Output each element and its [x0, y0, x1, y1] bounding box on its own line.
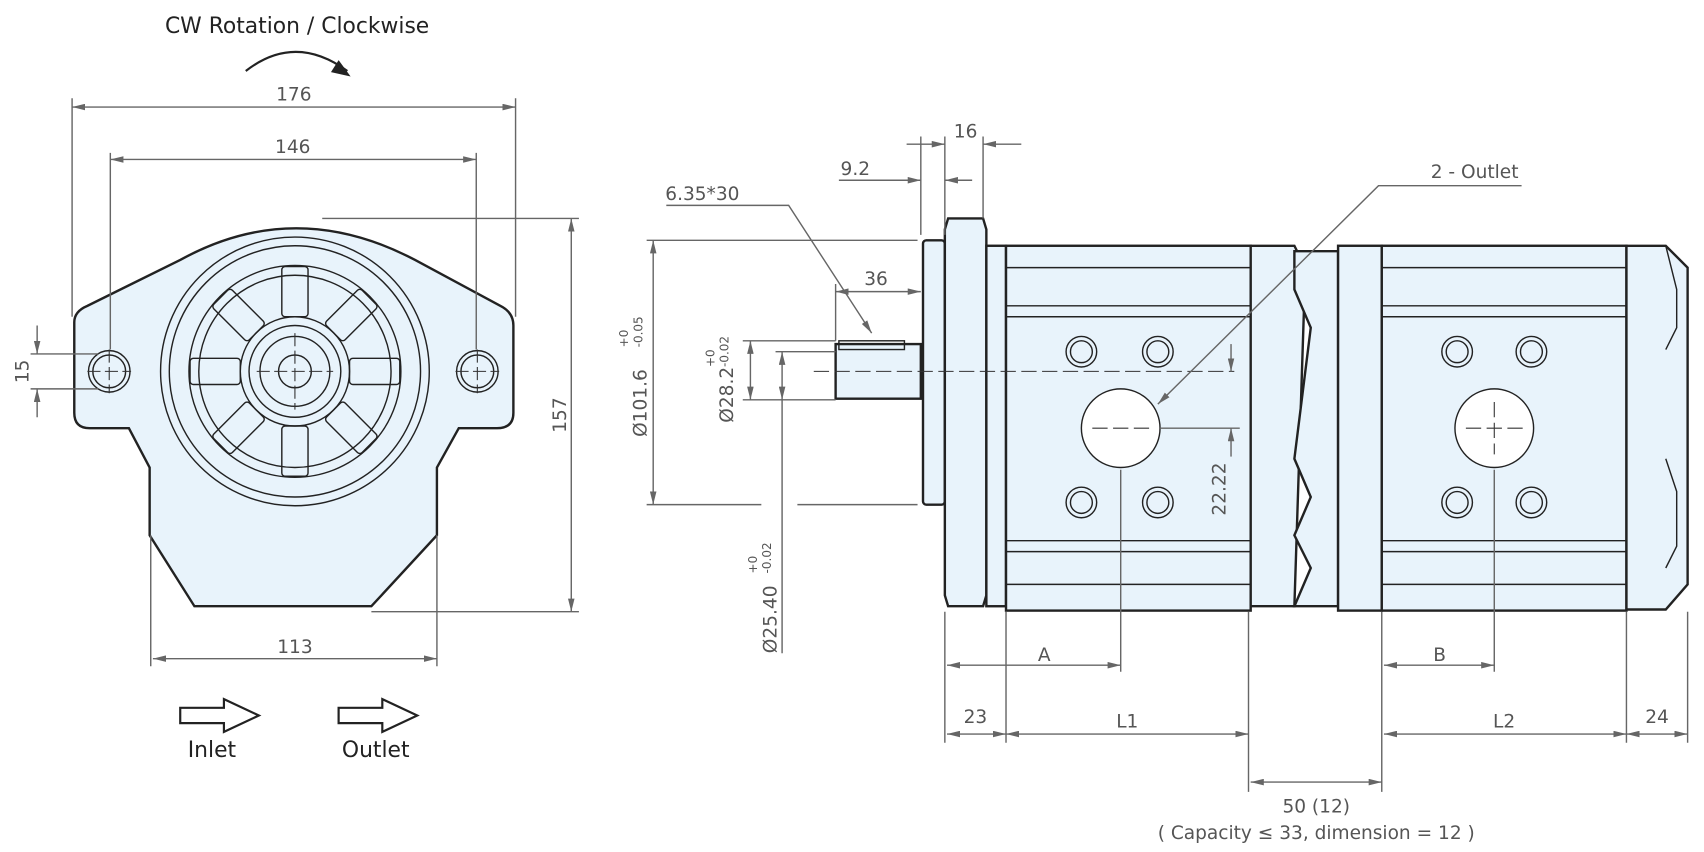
inlet-label: Inlet — [188, 738, 237, 763]
dim-b: B — [1433, 645, 1446, 666]
dim-157: 157 — [550, 397, 571, 432]
dim-9-2: 9.2 — [841, 159, 870, 180]
dim-28-2: Ø28.2 — [717, 367, 738, 423]
tol-upper: +0 — [703, 349, 717, 367]
dim-22-22: 22.22 — [1210, 462, 1231, 515]
dim-176: 176 — [276, 84, 311, 105]
inlet-arrow-icon — [179, 697, 262, 734]
tol-upper: +0 — [746, 556, 760, 574]
outlet-callout: 2 - Outlet — [1431, 162, 1519, 183]
rotation-title: CW Rotation / Clockwise — [165, 14, 429, 39]
dim-36: 36 — [864, 269, 888, 290]
dim-101-6: Ø101.6 — [631, 369, 652, 437]
outlet-label: Outlet — [342, 738, 410, 763]
tol-lower: -0.02 — [718, 336, 732, 367]
rotation-arrowhead-icon — [330, 60, 351, 77]
dim-15: 15 — [12, 360, 33, 384]
dim-a: A — [1038, 645, 1051, 666]
dim-23: 23 — [964, 707, 988, 728]
front-view — [73, 227, 515, 608]
key-callout: 6.35*30 — [665, 184, 739, 205]
dim-24: 24 — [1645, 707, 1669, 728]
rotation-arrow-icon — [245, 50, 348, 72]
dim-50-12: 50 (12) — [1282, 797, 1350, 818]
dim-113: 113 — [277, 637, 312, 658]
outlet-arrow-icon — [337, 697, 420, 734]
dim-l1: L1 — [1116, 711, 1138, 732]
dim-25-40: Ø25.40 — [761, 585, 782, 653]
dim-l2: L2 — [1493, 711, 1515, 732]
front-dimensions: 176 146 15 157 113 — [12, 84, 579, 667]
tol-upper: +0 — [617, 330, 631, 348]
tol-lower: -0.02 — [760, 542, 774, 573]
dim-16: 16 — [954, 122, 978, 143]
side-dimensions: 16 9.2 6.35*30 36 2 - Outlet Ø101.6 +0 -… — [617, 122, 1689, 844]
tol-lower: -0.05 — [631, 316, 645, 347]
dim-146: 146 — [275, 137, 310, 158]
gap-note: ( Capacity ≤ 33, dimension = 12 ) — [1158, 823, 1475, 844]
side-view — [813, 217, 1689, 612]
